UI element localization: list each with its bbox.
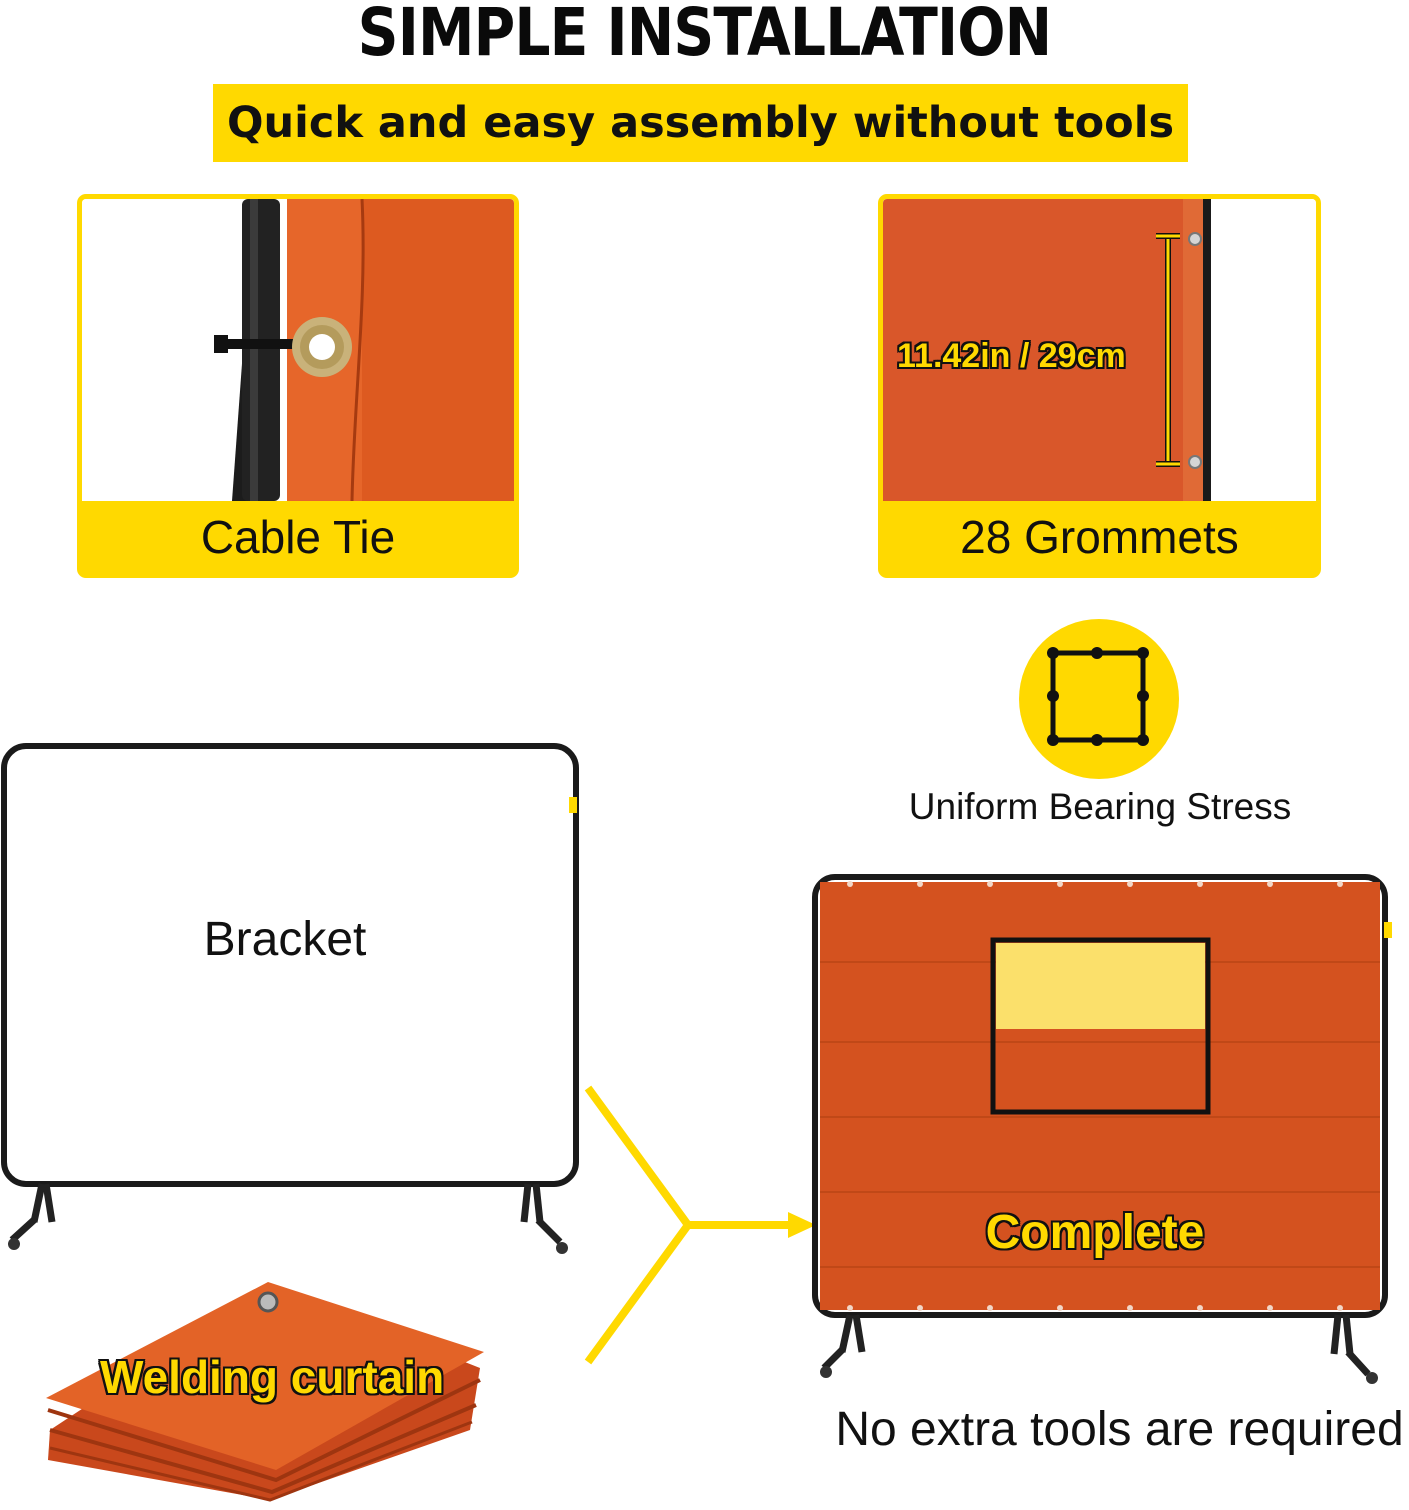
frame-nodes-icon: [1019, 619, 1179, 779]
grommets-photo: 11.42in / 29cm: [883, 199, 1316, 501]
grommet-spacing-label: 11.42in / 29cm: [897, 337, 1126, 375]
welding-curtain-label: Welding curtain: [100, 1351, 445, 1403]
cable-tie-card: Cable Tie: [77, 194, 519, 578]
grommets-caption: 28 Grommets: [960, 511, 1239, 563]
complete-label: Complete: [985, 1206, 1205, 1259]
cable-tie-photo: [82, 199, 514, 501]
bracket-illustration: [0, 742, 590, 1262]
bracket-label: Bracket: [203, 913, 367, 966]
subtitle-banner: Quick and easy assembly without tools: [213, 84, 1188, 162]
page-title: SIMPLE INSTALLATION: [357, 0, 1053, 71]
merge-arrow-icon: [580, 1080, 820, 1370]
cable-tie-caption: Cable Tie: [200, 511, 396, 563]
complete-assembly-illustration: [810, 872, 1395, 1392]
folded-curtain-illustration: [40, 1280, 490, 1502]
subtitle-text: Quick and easy assembly without tools: [226, 98, 1175, 148]
grommets-card: 11.42in / 29cm 28 Grommets: [878, 194, 1321, 578]
no-tools-note: No extra tools are required: [835, 1403, 1404, 1456]
uniform-stress-label: Uniform Bearing Stress: [908, 786, 1292, 827]
